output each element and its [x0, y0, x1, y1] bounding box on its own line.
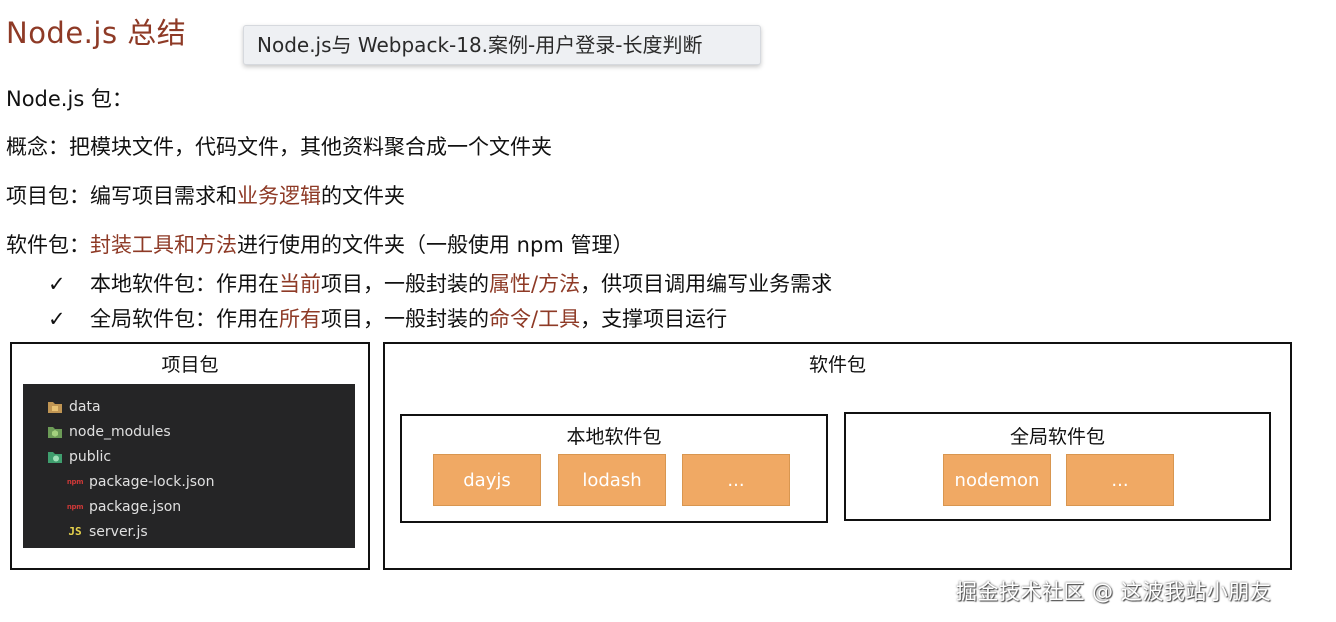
file-name: server.js	[89, 523, 148, 540]
package-nodemon: nodemon	[943, 454, 1051, 506]
project-line-suffix: 的文件夹	[321, 184, 405, 208]
file-row-package-json[interactable]: npm package.json	[23, 494, 355, 519]
file-name: package-lock.json	[89, 473, 215, 490]
local-line-a: 本地软件包：作用在	[90, 272, 279, 296]
page-title: Node.js 总结	[6, 16, 187, 50]
global-line-h2: 命令/工具	[489, 307, 581, 331]
global-line-c: ，支撑项目运行	[580, 307, 728, 331]
software-line-prefix: 软件包：	[6, 233, 90, 257]
file-row-package-lock[interactable]: npm package-lock.json	[23, 469, 355, 494]
global-line-h1: 所有	[279, 307, 321, 331]
software-package-line: 软件包：封装工具和方法进行使用的文件夹（一般使用 npm 管理）	[6, 230, 633, 260]
video-title-tooltip: Node.js与 Webpack-18.案例-用户登录-长度判断	[243, 25, 761, 65]
node-folder-icon	[47, 424, 63, 440]
file-name: public	[69, 448, 112, 465]
file-name: package.json	[89, 498, 182, 515]
file-row-server-js[interactable]: JS server.js	[23, 519, 355, 544]
chevron-right-icon	[23, 451, 43, 463]
global-package-box: 全局软件包	[844, 412, 1271, 521]
file-name: node_modules	[69, 423, 171, 440]
public-folder-icon	[47, 449, 63, 465]
chevron-right-icon	[23, 426, 43, 438]
file-row-node-modules[interactable]: node_modules	[23, 419, 355, 444]
local-line-h1: 当前	[279, 272, 321, 296]
package-dayjs: dayjs	[433, 454, 541, 506]
package-more: ...	[1066, 454, 1174, 506]
folder-icon	[47, 399, 63, 415]
project-package-line: 项目包：编写项目需求和业务逻辑的文件夹	[6, 181, 405, 211]
concept-line: 概念：把模块文件，代码文件，其他资料聚合成一个文件夹	[6, 135, 552, 159]
npm-icon: npm	[66, 502, 84, 511]
npm-icon: npm	[66, 477, 84, 486]
file-row-public[interactable]: public	[23, 444, 355, 469]
package-lodash: lodash	[558, 454, 666, 506]
local-line-b: 项目，一般封装的	[321, 272, 489, 296]
local-package-line: 本地软件包：作用在当前项目，一般封装的属性/方法，供项目调用编写业务需求	[90, 269, 832, 299]
global-package-line: 全局软件包：作用在所有项目，一般封装的命令/工具，支撑项目运行	[90, 304, 727, 334]
file-row-data[interactable]: data	[23, 394, 355, 419]
check-icon: ✓	[48, 272, 66, 296]
project-box-title: 项目包	[161, 354, 219, 376]
global-line-a: 全局软件包：作用在	[90, 307, 279, 331]
software-box-title: 软件包	[808, 354, 866, 376]
file-explorer: data node_modules public npm package-loc…	[23, 384, 355, 548]
global-line-b: 项目，一般封装的	[321, 307, 489, 331]
local-line-h2: 属性/方法	[489, 272, 581, 296]
project-line-prefix: 项目包：编写项目需求和	[6, 184, 237, 208]
section-heading: Node.js 包：	[6, 87, 133, 111]
local-box-title: 本地软件包	[566, 426, 662, 448]
global-box-title: 全局软件包	[1009, 426, 1105, 448]
watermark: 掘金技术社区 @ 这波我站小朋友	[956, 580, 1272, 604]
js-icon: JS	[68, 525, 82, 538]
file-name: data	[69, 398, 101, 415]
check-icon: ✓	[48, 307, 66, 331]
software-line-highlight: 封装工具和方法	[90, 233, 237, 257]
software-line-suffix: 进行使用的文件夹（一般使用 npm 管理）	[237, 233, 634, 257]
chevron-right-icon	[23, 401, 43, 413]
package-more: ...	[682, 454, 790, 506]
local-line-c: ，供项目调用编写业务需求	[580, 272, 833, 296]
project-line-highlight: 业务逻辑	[237, 184, 321, 208]
